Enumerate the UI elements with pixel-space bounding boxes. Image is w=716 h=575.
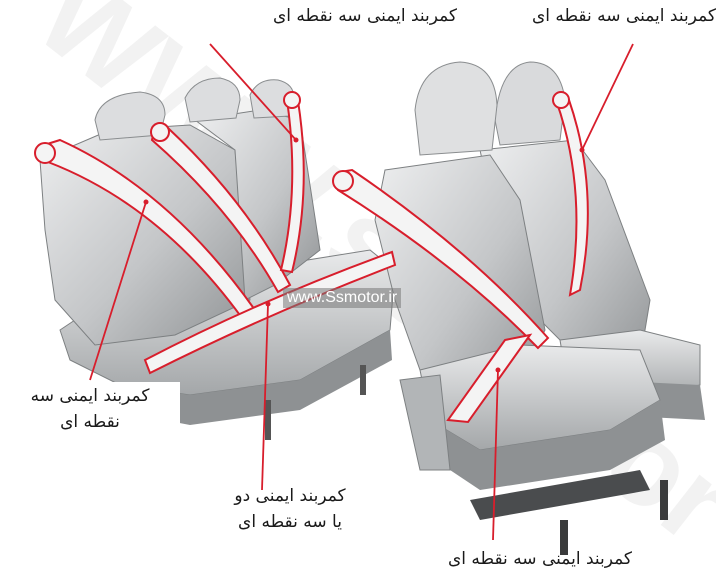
label-top-right: کمربند ایمنی سه نقطه ای: [500, 4, 716, 28]
watermark-url: www.Ssmotor.ir: [283, 288, 401, 308]
label-center-line1: کمربند ایمنی دو: [215, 484, 365, 508]
front-passenger-anchor: [553, 92, 569, 108]
rear-left-anchor: [35, 143, 55, 163]
front-driver-anchor: [333, 171, 353, 191]
label-center-line2: یا سه نقطه ای: [215, 510, 365, 534]
label-top-center: کمربند ایمنی سه نقطه ای: [255, 4, 475, 28]
rear-center-anchor: [151, 123, 169, 141]
label-left-line2: نقطه ای: [5, 410, 175, 434]
rear-right-anchor: [284, 92, 300, 108]
label-left-line1: کمربند ایمنی سه: [5, 384, 175, 408]
label-bottom: کمربند ایمنی سه نقطه ای: [420, 547, 660, 571]
